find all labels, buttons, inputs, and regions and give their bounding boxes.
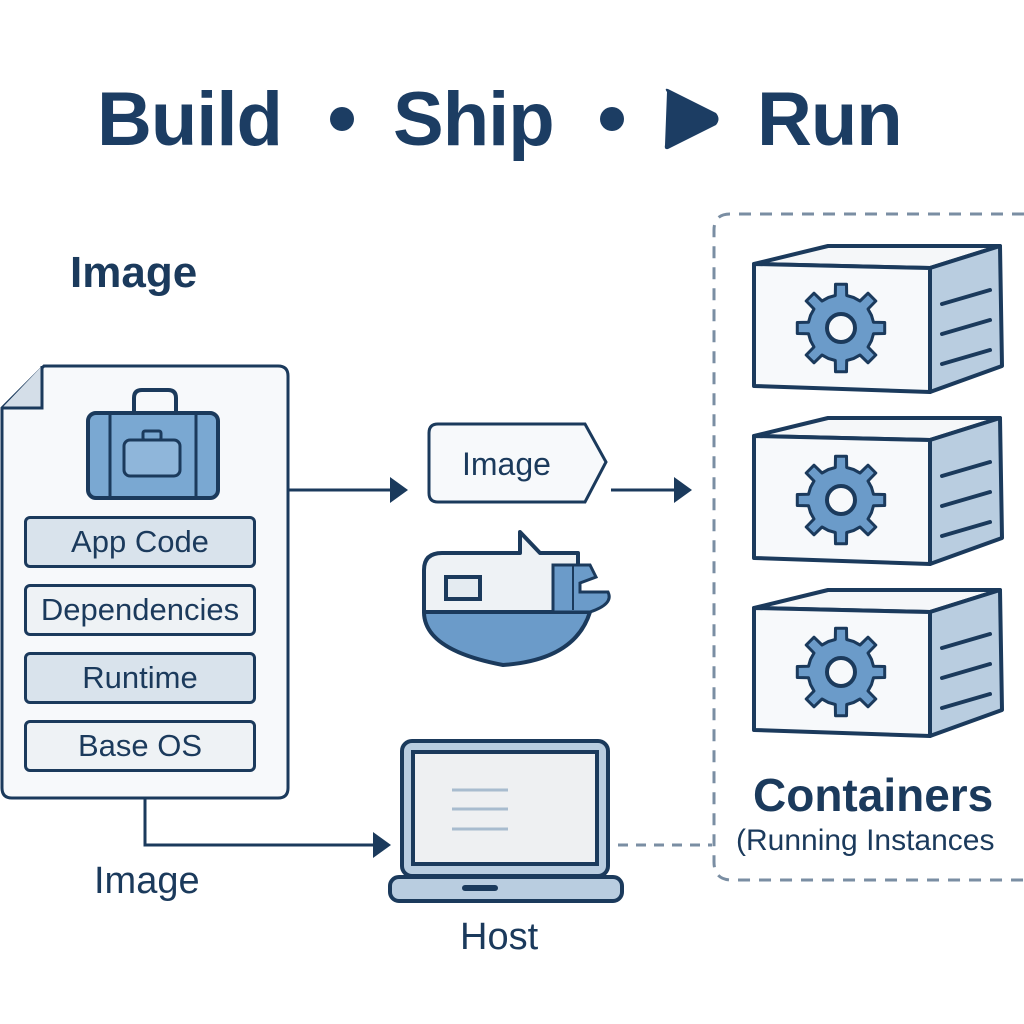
- gear-hole: [825, 484, 857, 516]
- layer-base-os: Base OS: [24, 720, 256, 772]
- containers-subtitle: (Running Instances: [736, 824, 995, 857]
- play-icon: [664, 88, 719, 150]
- vent-line: [940, 460, 992, 478]
- image-heading: Image: [70, 248, 198, 297]
- vent-line: [940, 288, 992, 306]
- containers-region: [712, 212, 1024, 882]
- gear-hole: [825, 312, 857, 344]
- container-cube: [752, 588, 1004, 738]
- containers-title: Containers: [753, 769, 994, 821]
- layer-app-code: App Code: [24, 516, 256, 568]
- title-build: Build: [97, 77, 283, 162]
- bullet-dot-icon: [330, 107, 354, 131]
- vent-line: [940, 632, 992, 650]
- host-label: Host: [460, 916, 539, 958]
- image-bottom-label: Image: [94, 860, 200, 902]
- vent-line: [940, 692, 992, 710]
- gear-hole: [825, 656, 857, 688]
- title-ship: Ship: [393, 77, 555, 162]
- layer-dependencies: Dependencies: [24, 584, 256, 636]
- laptop-icon: [388, 739, 624, 903]
- arrowhead: [674, 477, 692, 503]
- ship-icon: [421, 530, 611, 668]
- title-run: Run: [757, 77, 903, 162]
- layer-runtime: Runtime: [24, 652, 256, 704]
- arrow-to-host: [143, 798, 375, 847]
- vent-line: [940, 490, 992, 508]
- diagram-title: Build Ship Run: [0, 70, 1024, 170]
- image-tag-label: Image: [462, 446, 551, 482]
- arrowhead: [390, 477, 408, 503]
- suitcase-icon: [86, 388, 220, 500]
- vent-line: [940, 520, 992, 538]
- vent-line: [940, 348, 992, 366]
- container-cube: [752, 244, 1004, 394]
- vent-line: [940, 662, 992, 680]
- vent-line: [940, 318, 992, 336]
- image-tag-shape: [427, 422, 608, 504]
- bullet-dot-icon: [600, 107, 624, 131]
- arrowhead: [373, 832, 391, 858]
- container-cube: [752, 416, 1004, 566]
